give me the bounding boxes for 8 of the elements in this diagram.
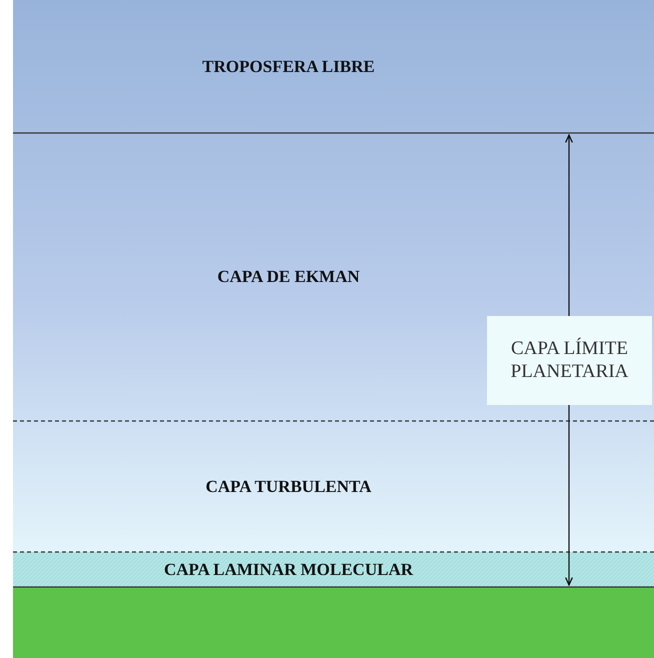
atmosphere-layer bbox=[13, 552, 654, 587]
layer-label: CAPA LÍMITE PLANETARIA bbox=[510, 338, 630, 384]
layer-name: CAPA TURBULENTA bbox=[206, 476, 372, 496]
layer-name: CAPA DE EKMAN bbox=[217, 267, 360, 287]
label-box bbox=[487, 316, 652, 405]
layer-name: CAPA LAMINAR MOLECULAR bbox=[164, 560, 413, 580]
ground-band bbox=[13, 587, 654, 658]
layer-name: TROPOSFERA LIBRE bbox=[202, 56, 375, 76]
